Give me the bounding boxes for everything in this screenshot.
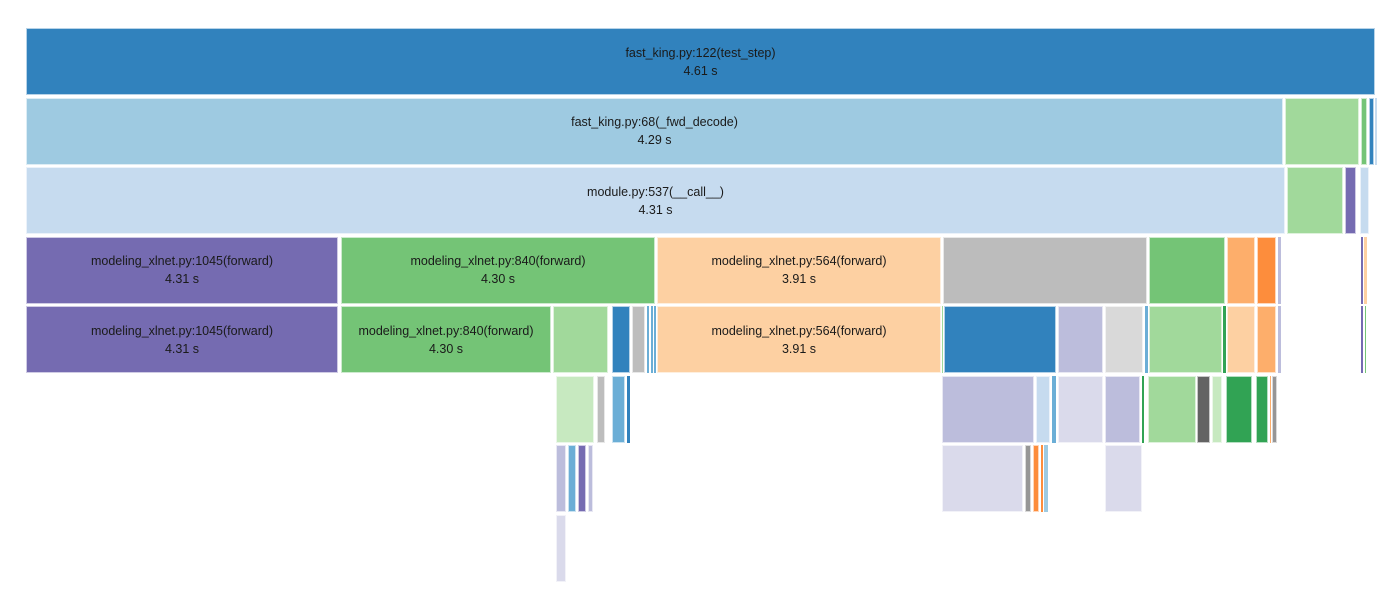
flame-bar[interactable] [1197, 375, 1210, 443]
flame-bar[interactable] [1287, 167, 1343, 234]
flame-bar[interactable] [1212, 375, 1222, 443]
flame-bar[interactable] [1364, 306, 1366, 373]
flame-bar[interactable]: fast_king.py:122(test_step) 4.61 s [26, 28, 1375, 95]
flame-bar[interactable] [1256, 375, 1268, 443]
flame-bar[interactable] [1149, 306, 1222, 373]
flame-bar[interactable] [1369, 97, 1374, 165]
flame-bar[interactable] [588, 445, 593, 512]
frame-time: 4.30 s [428, 341, 464, 356]
frame-label: fast_king.py:68(_fwd_decode) [571, 115, 738, 129]
flame-bar[interactable] [1145, 306, 1148, 373]
flame-bar[interactable] [654, 306, 656, 373]
flame-bar[interactable] [650, 306, 653, 373]
flame-bar[interactable]: module.py:537(__call__) 4.31 s [26, 167, 1285, 234]
flame-bar[interactable] [556, 375, 594, 443]
flame-bar[interactable] [647, 306, 649, 373]
flame-bar[interactable] [1105, 445, 1142, 512]
flame-bar[interactable] [1361, 236, 1363, 304]
flame-bar[interactable] [1277, 236, 1281, 304]
frame-label: modeling_xlnet.py:840(forward) [358, 323, 534, 338]
frame-time: 4.31 s [164, 272, 200, 286]
frame-time: 4.61 s [683, 63, 718, 78]
flame-bar[interactable] [1105, 375, 1140, 443]
frame-label: module.py:537(__call__) [587, 184, 724, 199]
flame-bar[interactable] [556, 514, 566, 582]
flame-bar[interactable] [941, 306, 943, 373]
flame-bar[interactable] [1257, 306, 1276, 373]
flame-bar[interactable] [612, 375, 625, 443]
flame-bar[interactable] [1257, 236, 1276, 304]
flame-bar[interactable] [556, 445, 566, 512]
flame-bar[interactable] [612, 306, 630, 373]
flame-bar[interactable] [1142, 375, 1144, 443]
flame-bar[interactable] [943, 236, 1147, 304]
flame-bar[interactable] [1285, 97, 1359, 165]
flame-bar[interactable] [944, 306, 1056, 373]
flame-bar[interactable] [1272, 375, 1277, 443]
flame-bar[interactable]: modeling_xlnet.py:840(forward) 4.30 s [341, 306, 551, 373]
flame-bar[interactable] [568, 445, 576, 512]
flame-bar[interactable] [942, 445, 1023, 512]
frame-time: 3.91 s [781, 272, 817, 286]
flame-bar[interactable] [578, 445, 586, 512]
flame-bar[interactable]: modeling_xlnet.py:1045(forward) 4.31 s [26, 306, 338, 373]
frame-label: modeling_xlnet.py:1045(forward) [90, 323, 274, 338]
frame-time: 4.29 s [637, 133, 672, 147]
flame-bar[interactable] [1044, 445, 1048, 512]
flame-bar[interactable] [1361, 306, 1363, 373]
frame-label: modeling_xlnet.py:564(forward) [711, 323, 887, 338]
frame-label: fast_king.py:122(test_step) [625, 45, 776, 60]
flame-bar[interactable] [597, 375, 605, 443]
flame-bar[interactable] [1149, 236, 1225, 304]
flame-bar[interactable] [1052, 375, 1056, 443]
flame-bar[interactable]: fast_king.py:68(_fwd_decode) 4.29 s [26, 97, 1283, 165]
frame-label: modeling_xlnet.py:840(forward) [410, 254, 586, 268]
flame-bar[interactable]: modeling_xlnet.py:1045(forward) 4.31 s [26, 236, 338, 304]
flame-bar[interactable] [1364, 236, 1367, 304]
frame-label: modeling_xlnet.py:564(forward) [711, 254, 887, 268]
flame-bar[interactable] [1227, 236, 1255, 304]
flame-bar[interactable] [1375, 97, 1377, 165]
flame-bar[interactable] [1033, 445, 1039, 512]
flame-bar[interactable] [627, 375, 630, 443]
flame-bar[interactable] [1058, 306, 1103, 373]
flame-bar[interactable] [1361, 97, 1367, 165]
frame-time: 4.31 s [164, 341, 200, 356]
frame-label: modeling_xlnet.py:1045(forward) [90, 254, 274, 268]
flame-bar[interactable] [553, 306, 608, 373]
flame-bar[interactable]: modeling_xlnet.py:564(forward) 3.91 s [657, 306, 941, 373]
frame-time: 3.91 s [781, 341, 817, 356]
flame-bar[interactable] [1036, 375, 1050, 443]
flame-bar[interactable]: modeling_xlnet.py:840(forward) 4.30 s [341, 236, 655, 304]
flame-bar[interactable] [1360, 167, 1369, 234]
flame-bar[interactable] [1345, 167, 1356, 234]
flame-bar[interactable] [632, 306, 645, 373]
frame-time: 4.30 s [480, 272, 516, 286]
flame-bar[interactable] [1058, 375, 1103, 443]
flame-bar[interactable] [1041, 445, 1043, 512]
frame-time: 4.31 s [638, 202, 673, 217]
flame-bar[interactable]: modeling_xlnet.py:564(forward) 3.91 s [657, 236, 941, 304]
flame-bar[interactable] [1223, 306, 1226, 373]
flame-bar[interactable] [1105, 306, 1143, 373]
flame-bar[interactable] [1226, 375, 1252, 443]
flame-bar[interactable] [1277, 306, 1281, 373]
flame-bar[interactable] [1148, 375, 1196, 443]
flame-bar[interactable] [1227, 306, 1255, 373]
flame-bar[interactable] [1269, 375, 1271, 443]
flame-bar[interactable] [1025, 445, 1031, 512]
flame-bar[interactable] [942, 375, 1034, 443]
